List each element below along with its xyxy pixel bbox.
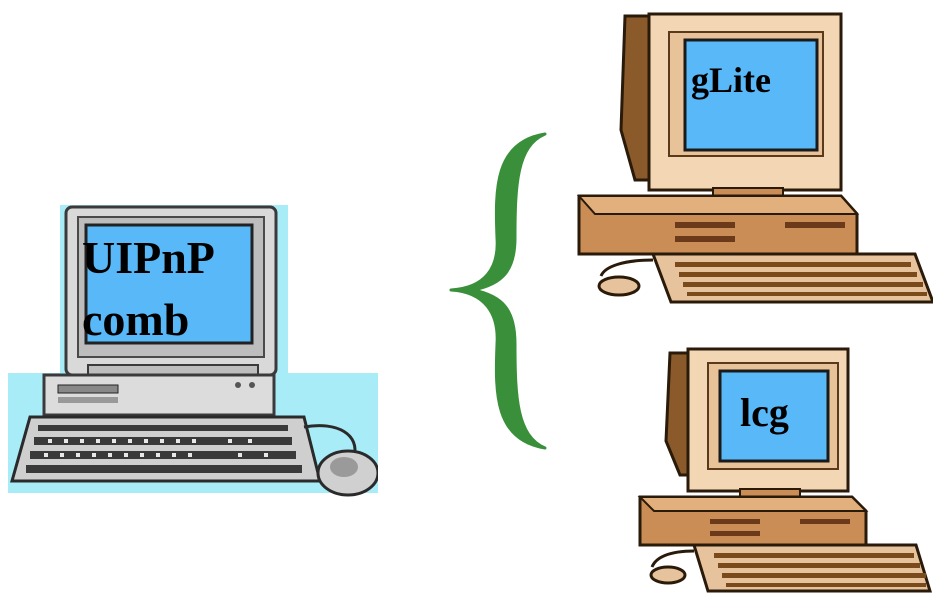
bottom-server-computer: lcg <box>630 345 933 593</box>
client-screen-label-line2: comb <box>82 297 189 343</box>
curly-brace-icon <box>445 128 555 453</box>
client-screen-label-line1: UIPnP <box>82 235 215 281</box>
client-computer: UIPnP comb <box>8 205 378 505</box>
top-server-computer: gLite <box>565 10 933 305</box>
bottom-server-screen-label: lcg <box>740 393 789 433</box>
desktop-computer-icon <box>565 10 933 305</box>
top-server-screen-label: gLite <box>691 62 771 98</box>
desktop-computer-icon <box>630 345 933 593</box>
